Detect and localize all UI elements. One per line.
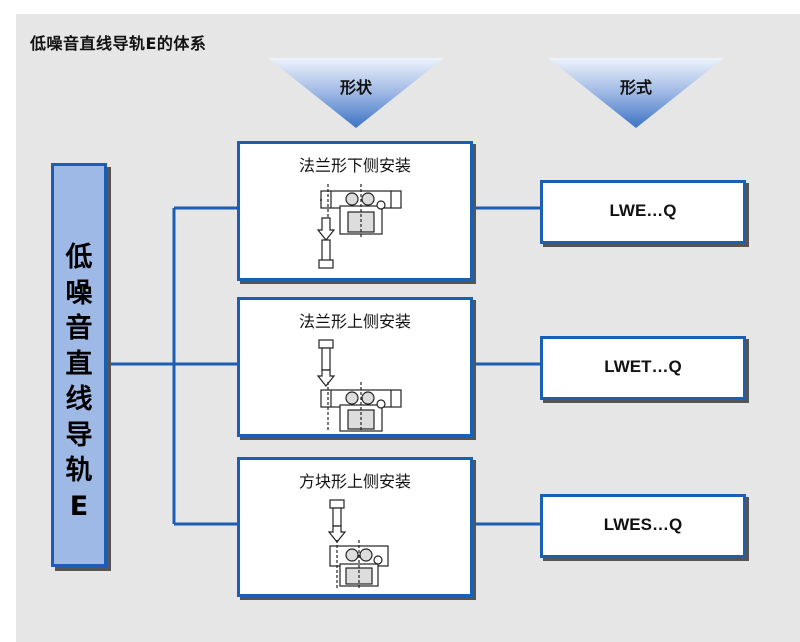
type-label: LWE…Q [609, 201, 677, 220]
flange-bottom-mount-icon [316, 184, 402, 269]
mounting-box-3: 方块形上侧安装 [237, 457, 473, 597]
type-box-1: LWE…Q [540, 180, 746, 244]
diagram-title: 低噪音直线导轨E的体系 [30, 34, 207, 53]
type-box-3: LWES…Q [540, 494, 746, 558]
mounting-label: 方块形上侧安装 [298, 472, 411, 491]
shape-header-triangle [268, 58, 444, 128]
type-box-2: LWET…Q [540, 336, 746, 400]
mounting-label: 法兰形上侧安装 [298, 312, 411, 331]
type-label: LWES…Q [603, 515, 683, 534]
mounting-box-2: 法兰形上侧安装 [237, 297, 473, 437]
type-label: LWET…Q [604, 357, 682, 376]
main-product-label: 低 噪 音 直 线 导 轨 E [65, 242, 93, 522]
mounting-label: 法兰形下侧安装 [298, 156, 411, 175]
flange-top-mount-icon [316, 339, 402, 432]
form-header-label: 形式 [619, 78, 652, 97]
block-top-mount-icon [327, 499, 389, 588]
main-product-box: 低 噪 音 直 线 导 轨 E [51, 163, 107, 567]
form-header-triangle [548, 58, 724, 128]
shape-header-label: 形状 [339, 78, 372, 97]
mounting-box-1: 法兰形下侧安装 [237, 141, 473, 281]
